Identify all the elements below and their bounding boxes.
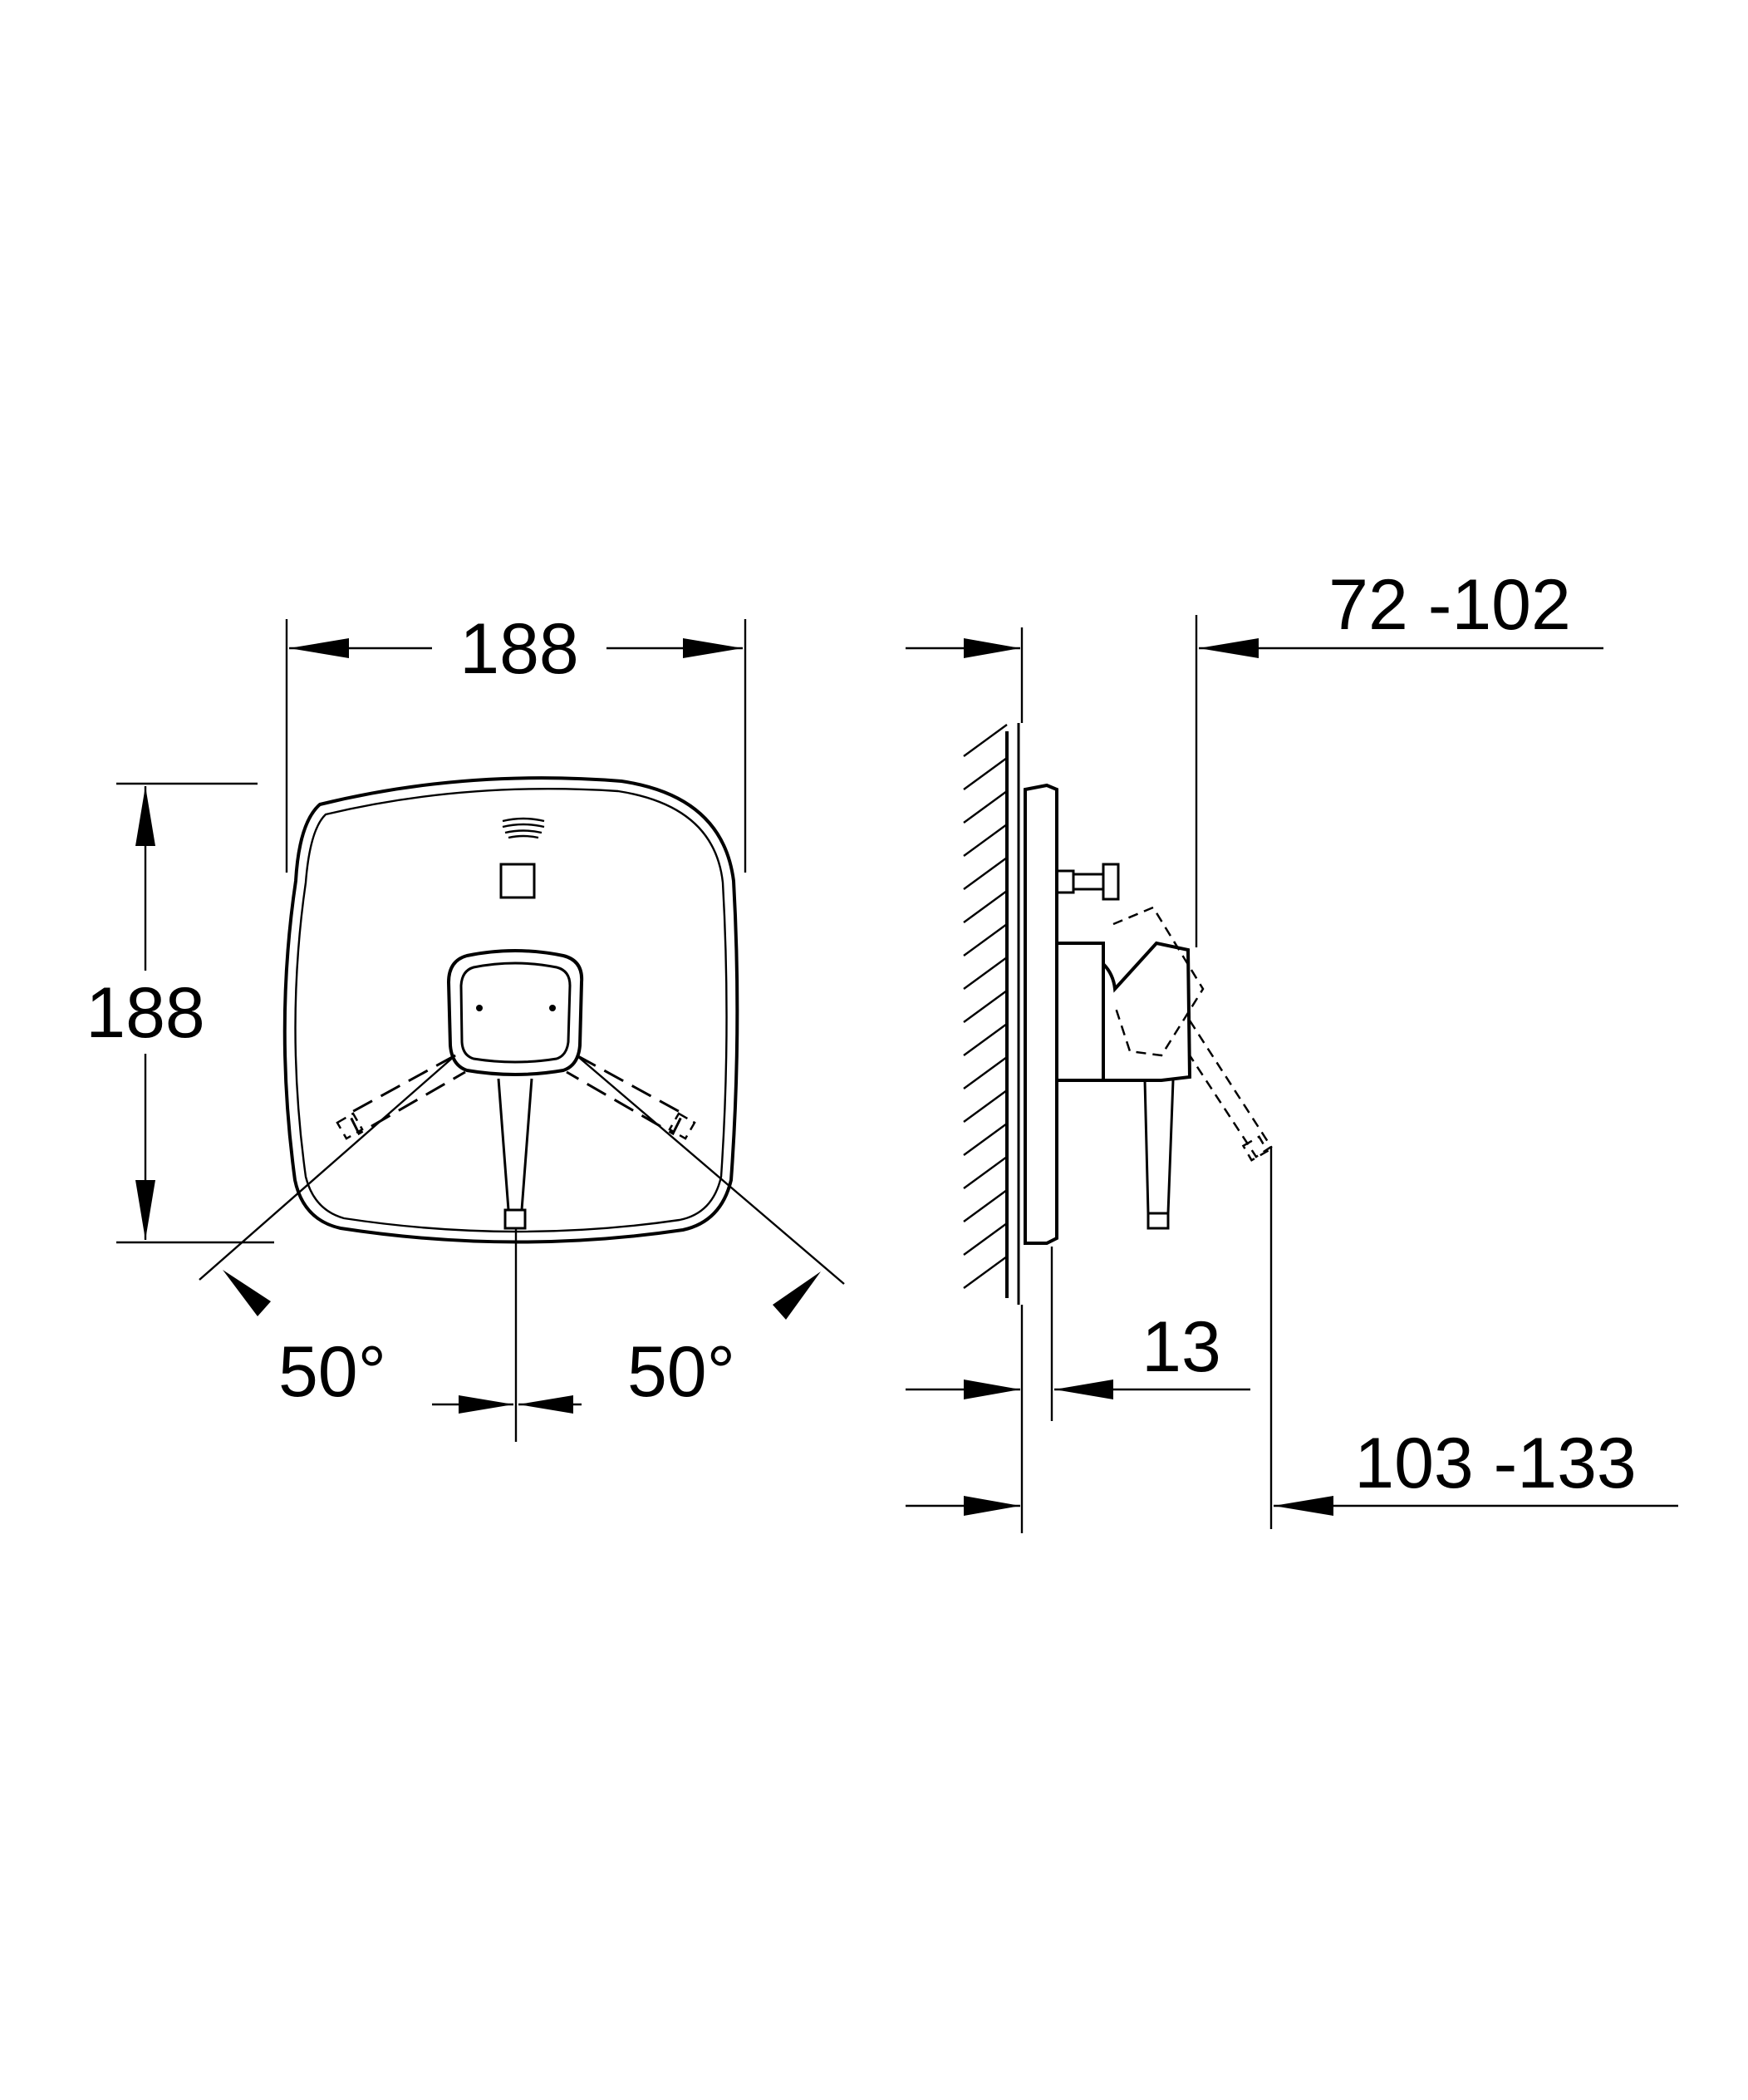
depth-arrow-right (1274, 1496, 1333, 1516)
angle-line-left (199, 1055, 456, 1281)
depth-arrow-left (964, 1496, 1020, 1516)
height-dimension-label: 188 (86, 973, 205, 1053)
plate-arrow-left (964, 1380, 1020, 1399)
lever-rotated-right-tip (668, 1112, 696, 1140)
wall-hatching (963, 724, 1008, 1289)
handle-screw-right (549, 1005, 556, 1011)
lever-rotated-right (566, 1054, 685, 1136)
width-arrow-left (289, 638, 349, 658)
angle-right-label: 50° (627, 1332, 735, 1412)
projection-arrow-right (1199, 638, 1259, 658)
brand-logo (502, 817, 545, 839)
angle-arrow-right (773, 1271, 821, 1320)
height-arrow-top (135, 786, 155, 846)
cover-plate-outline (282, 776, 739, 1244)
plate-arrow-right (1054, 1380, 1113, 1399)
lever-profile-rotated-down (1188, 1020, 1273, 1158)
lever-rotated-left-tip (336, 1112, 364, 1140)
lever-profile-rotated-tip (1241, 1135, 1269, 1162)
diverter-button (499, 863, 536, 899)
handle-escutcheon-outer (446, 949, 584, 1076)
handle-escutcheon-inner (459, 961, 572, 1064)
lever-profile-rotated-up (1112, 906, 1205, 1057)
cover-plate-inner-edge (294, 788, 728, 1233)
handle-screw-left (476, 1005, 483, 1011)
side-view: 72 -102 13 103 -133 (906, 565, 1678, 1533)
cover-plate-profile (1024, 783, 1058, 1245)
width-dimension-label: 188 (459, 609, 579, 689)
angle-arrow-left (223, 1270, 271, 1316)
lever-handle (497, 1078, 533, 1212)
projection-dimension-label: 72 -102 (1328, 565, 1571, 645)
diverter-knob-profile (1055, 863, 1120, 901)
front-view: 188 188 50° 50° (75, 609, 845, 1442)
angle-left-label: 50° (278, 1332, 386, 1412)
depth-dimension-label: 103 -133 (1354, 1424, 1637, 1503)
angle-bottom-arrow-right (518, 1395, 573, 1414)
width-arrow-right (683, 638, 743, 658)
lever-handle-tip (503, 1208, 527, 1230)
handle-body-profile (1055, 942, 1105, 1082)
handle-head-profile (1102, 941, 1192, 1082)
lever-rotated-left (347, 1054, 466, 1136)
height-arrow-bottom (135, 1180, 155, 1240)
angle-bottom-arrow-left (459, 1395, 513, 1414)
projection-arrow-left (964, 638, 1020, 658)
angle-line-right (576, 1055, 845, 1285)
lever-profile (1143, 1080, 1175, 1215)
lever-profile-tip (1147, 1212, 1170, 1230)
plate-dimension-label: 13 (1142, 1307, 1221, 1387)
